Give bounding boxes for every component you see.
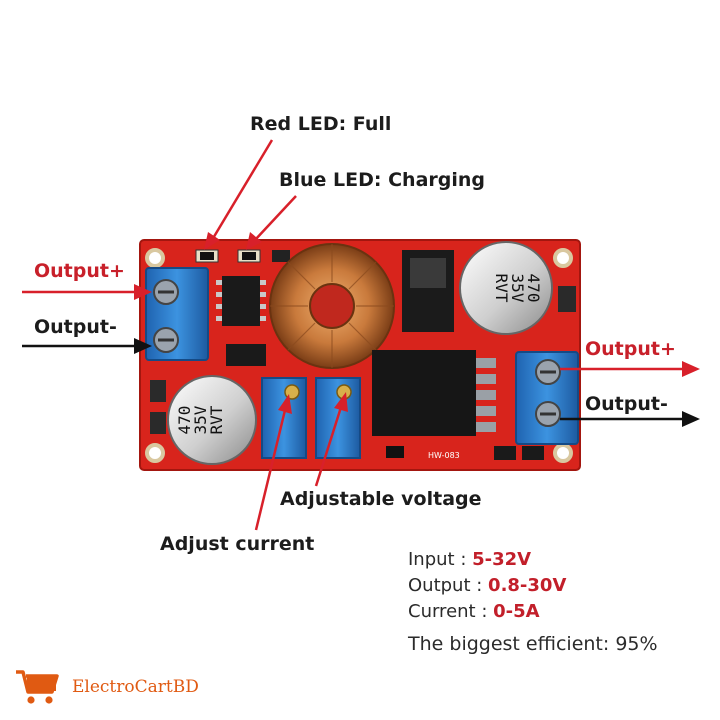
spec-input: Input : 5-32V	[408, 549, 531, 570]
capacitor-right-label-2: 35V	[508, 274, 527, 303]
adjust-current-label: Adjust current	[160, 533, 315, 555]
spec-current-value: 0-5A	[493, 601, 540, 622]
blue-led-label: Blue LED: Charging	[279, 169, 485, 191]
spec-current-label: Current :	[408, 601, 494, 622]
capacitor-right-label-1: 470	[524, 274, 543, 303]
capacitor-left-label-2: 35V	[191, 405, 210, 434]
spec-input-label: Input :	[408, 549, 473, 570]
spec-input-value: 5-32V	[472, 549, 532, 570]
spec-efficiency: The biggest efficient: 95%	[408, 633, 658, 655]
output-minus-right-label: Output-	[585, 393, 668, 415]
spec-current: Current : 0-5A	[408, 601, 540, 622]
capacitor-right-label-3: RVT	[492, 274, 511, 303]
capacitor-right	[459, 241, 553, 335]
capacitor-left-label-3: RVT	[207, 405, 226, 434]
board-model: HW-083	[428, 451, 460, 460]
output-plus-right-label: Output+	[585, 338, 676, 360]
brand-logo: ElectroCartBD	[14, 667, 199, 707]
spec-output-value: 0.8-30V	[488, 575, 567, 596]
annotation-arrows	[22, 139, 700, 531]
adjustable-voltage-label: Adjustable voltage	[280, 488, 482, 510]
mounting-holes	[145, 248, 573, 463]
ic-chip	[222, 276, 260, 326]
spec-output-label: Output :	[408, 575, 489, 596]
output-minus-left-label: Output-	[34, 316, 117, 338]
red-led-label: Red LED: Full	[250, 113, 392, 135]
output-plus-left-label: Output+	[34, 260, 125, 282]
capacitor-left-label-1: 470	[175, 406, 194, 435]
brand-name: ElectroCartBD	[72, 677, 199, 697]
xl4015-chip	[372, 350, 476, 436]
output-terminal-right	[515, 351, 579, 445]
capacitor-left	[167, 375, 257, 465]
spec-output: Output : 0.8-30V	[408, 575, 566, 596]
shopping-cart-icon	[16, 670, 59, 704]
